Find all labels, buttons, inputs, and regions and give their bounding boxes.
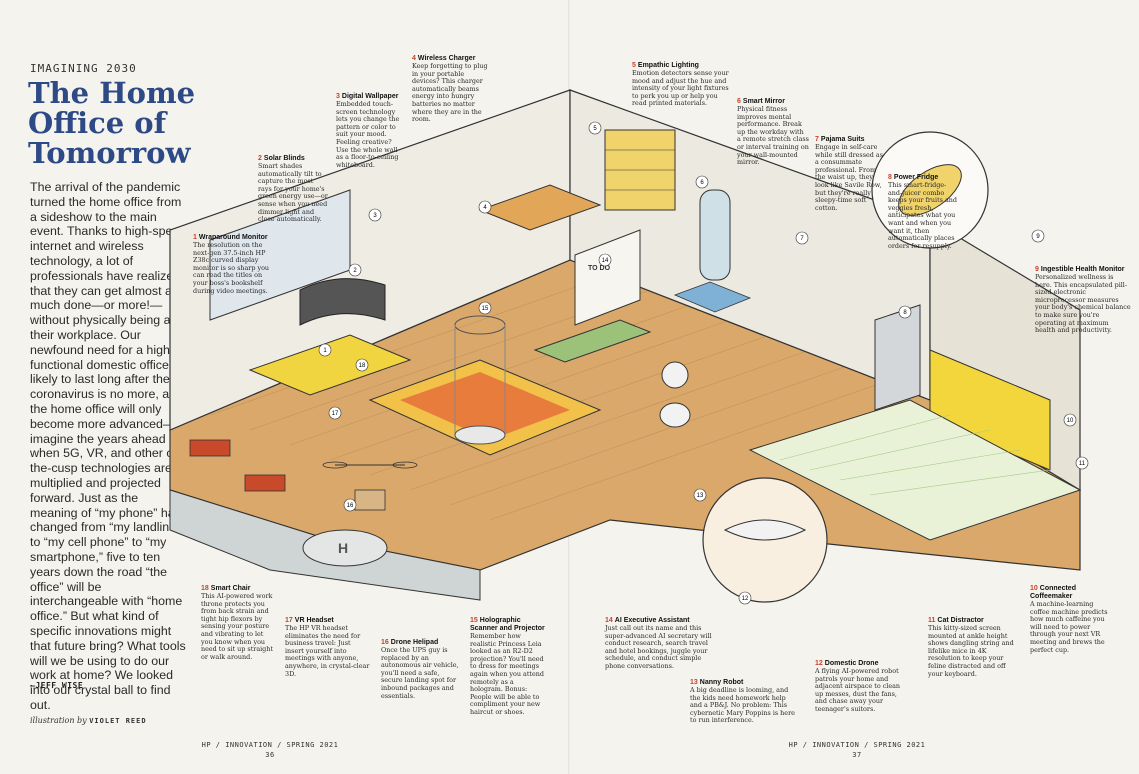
folio-right-text: HP / INNOVATION / SPRING 2021 — [788, 741, 926, 749]
smart-mirror — [699, 189, 731, 281]
helipad-mark: H — [338, 540, 348, 556]
todo-label: TO DO — [588, 265, 611, 272]
tile-floor — [748, 399, 1082, 541]
standing-desk — [478, 184, 602, 231]
folio-left: HP / INNOVATION / SPRING 2021 36 — [200, 741, 340, 759]
helipad — [302, 529, 388, 567]
illustration-credit: illustration by VIOLET REED — [30, 716, 147, 725]
svg-text:6: 6 — [700, 180, 704, 186]
svg-text:10: 10 — [1067, 418, 1074, 424]
svg-text:16: 16 — [347, 503, 354, 509]
svg-text:15: 15 — [482, 306, 489, 312]
credit-name: VIOLET REED — [89, 717, 147, 725]
nanny-robot-head — [661, 361, 689, 389]
domestic-drone — [723, 519, 807, 541]
shelf-lines — [605, 149, 675, 191]
svg-text:14: 14 — [602, 258, 609, 264]
hologram-base — [454, 425, 506, 445]
page-number-right: 37 — [852, 751, 862, 759]
pill-monitor — [898, 164, 962, 216]
byline: —JEFF WISE — [30, 681, 84, 690]
page-number-left: 36 — [265, 751, 275, 759]
svg-text:5: 5 — [593, 126, 597, 132]
home-office-illustration: TO DO H — [169, 89, 1089, 605]
svg-text:2: 2 — [353, 268, 357, 274]
monitor-desk — [248, 334, 412, 396]
exercise-mat — [673, 281, 752, 313]
svg-text:18: 18 — [359, 363, 366, 369]
credit-prefix: illustration by — [30, 716, 87, 725]
svg-text:13: 13 — [697, 493, 704, 499]
svg-text:7: 7 — [800, 236, 804, 242]
svg-text:8: 8 — [903, 310, 907, 316]
svg-text:17: 17 — [332, 411, 339, 417]
tile-grid — [779, 414, 1051, 496]
svg-text:11: 11 — [1079, 461, 1086, 467]
bench — [533, 319, 652, 363]
intro-text: The arrival of the pandemic turned the h… — [30, 180, 187, 712]
rug-inner — [400, 372, 570, 440]
page-title: The Home Office of Tomorrow — [28, 76, 196, 170]
kicker: IMAGINING 2030 — [30, 62, 137, 75]
svg-text:9: 9 — [1036, 234, 1040, 240]
planter-2 — [244, 474, 286, 492]
nanny-robot-base — [659, 402, 691, 428]
folio-left-text: HP / INNOVATION / SPRING 2021 — [201, 741, 339, 749]
planter-1 — [189, 439, 231, 457]
power-fridge — [874, 304, 921, 411]
delivery-drone — [322, 461, 418, 511]
svg-text:12: 12 — [742, 596, 749, 602]
svg-text:3: 3 — [373, 213, 377, 219]
svg-text:1: 1 — [323, 348, 327, 354]
curved-monitor — [299, 278, 386, 326]
number-badges: 1 2 3 4 5 6 7 8 9 10 11 12 13 14 15 16 1… — [318, 121, 1089, 605]
folio-right: HP / INNOVATION / SPRING 2021 37 — [787, 741, 927, 759]
svg-text:4: 4 — [483, 205, 487, 211]
todo-board — [574, 229, 641, 326]
